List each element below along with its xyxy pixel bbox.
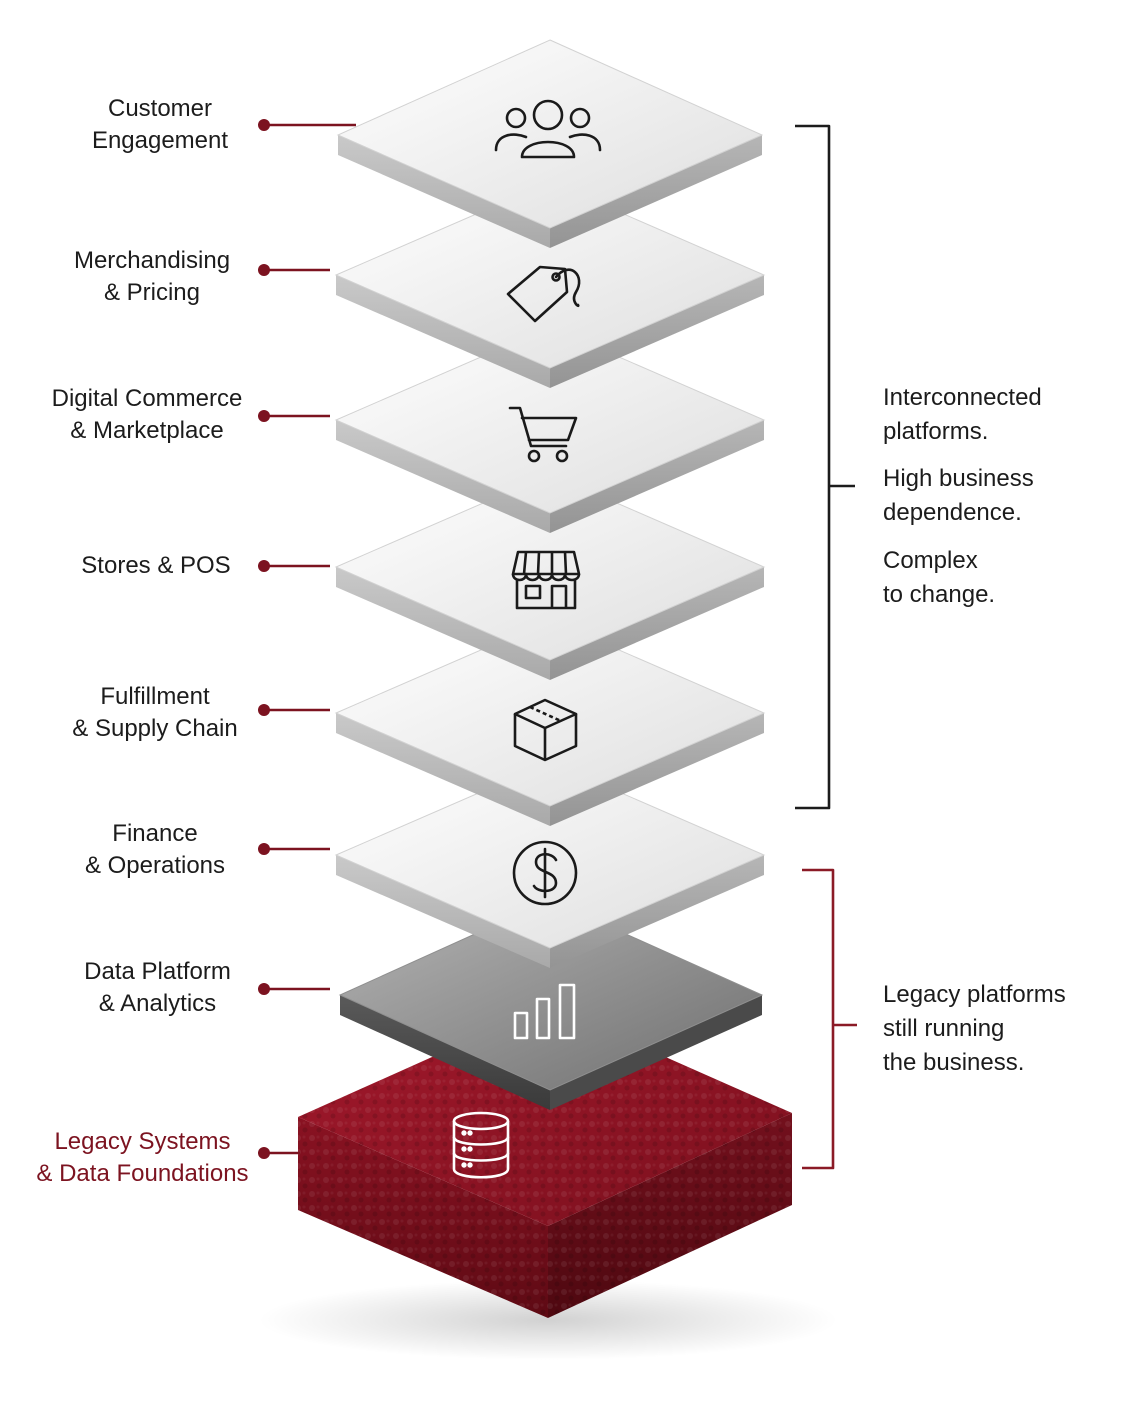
layer-label-stores-pos: Stores & POS [81,552,231,579]
price-tag-icon [506,265,581,323]
dollar-coin-icon [512,840,578,906]
users-icon [494,99,602,159]
note-high-dependence: High business dependence. [883,465,1034,526]
shopping-cart-icon [508,406,578,463]
layer-label-digital-commerce: Digital Commerce & Marketplace [51,385,243,444]
connectors [258,119,356,1159]
bracket-upper [795,124,855,810]
bracket-lower [802,868,857,1170]
layer-label-data-platform: Data Platform & Analytics [84,958,231,1017]
plate-digital-commerce [334,326,766,533]
plate-merchandising [334,181,766,388]
connector-dot [258,1147,270,1159]
connector-dot [258,264,270,276]
layer-label-finance: Finance & Operations [84,820,226,879]
connector-dot [258,704,270,716]
storefront-icon [511,550,581,610]
layer-label-customer-engagement: Customer Engagement [91,95,229,154]
layer-label-merchandising: Merchandising & Pricing [73,247,231,306]
layer-label-legacy-systems: Legacy Systems & Data Foundations [36,1128,249,1187]
connector-dot [258,983,270,995]
layer-label-fulfillment: Fulfillment & Supply Chain [72,683,238,742]
plate-stores [334,473,766,680]
note-legacy-platforms: Legacy platforms still running the busin… [883,981,1066,1076]
connector-dot [258,410,270,422]
connector-dot [258,843,270,855]
note-complex-to-change: Complex to change. [883,547,996,608]
plate-customer-engagement [336,39,764,248]
ground-shadow [258,1280,838,1360]
package-box-icon [513,698,578,762]
bar-chart-icon [513,983,576,1040]
note-interconnected: Interconnected platforms. [883,384,1042,445]
plate-fulfillment [334,619,766,826]
legacy-block [298,1005,792,1318]
plate-data-platform [338,899,764,1110]
database-icon [452,1111,510,1179]
connector-dot [258,560,270,572]
connector-dot [258,119,270,131]
